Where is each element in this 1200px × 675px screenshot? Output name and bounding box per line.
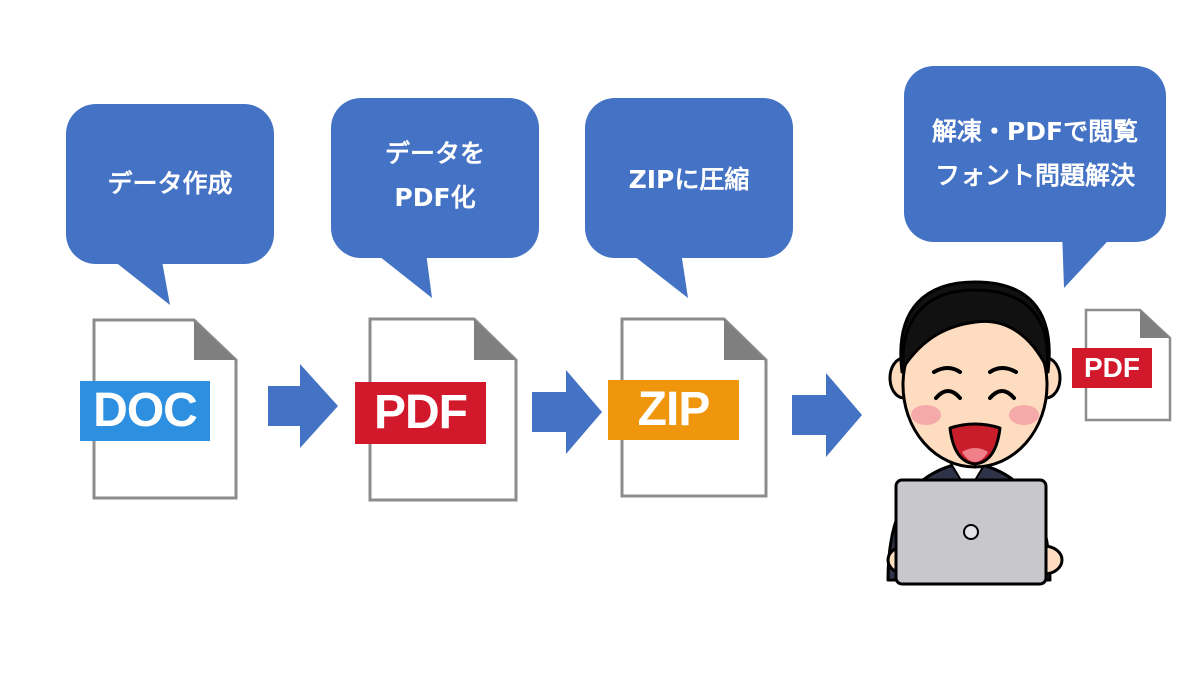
file-label-pdf: PDF [374, 386, 468, 439]
speech-bubble-4 [904, 66, 1166, 288]
arrow-right-icon [268, 364, 338, 448]
speech-bubble-2 [331, 98, 539, 298]
speech-bubble-3 [585, 98, 793, 298]
file-label-band [80, 381, 210, 441]
bubble-line: データ作成 [107, 169, 233, 198]
file-label-zip: ZIP [637, 383, 711, 436]
bubble-text-pdf-conversion: データを PDF化 [331, 132, 539, 220]
file-label-band [355, 382, 486, 444]
arrow-right-icon [792, 373, 862, 457]
file-label-band [1072, 348, 1152, 388]
bubble-text-zip-compression: ZIPに圧縮 [585, 158, 793, 202]
bubble-text-data-creation: データ作成 [66, 162, 274, 206]
file-label-doc: DOC [93, 384, 198, 437]
file-label-band [608, 380, 739, 440]
person-with-laptop-illustration [886, 280, 1064, 586]
bubble-line: データを [384, 139, 485, 168]
file-label-pdf-small: PDF [1084, 352, 1140, 383]
bubble-line: 解凍・PDFで閲覧 [931, 117, 1139, 146]
bubble-line: ZIPに圧縮 [628, 165, 750, 194]
arrow-right-icon [532, 370, 602, 454]
bubble-line: PDF化 [394, 183, 476, 212]
bubble-text-extract-and-view: 解凍・PDFで閲覧 フォント問題解決 [904, 110, 1166, 198]
speech-bubble-1 [66, 104, 274, 305]
bubble-line: フォント問題解決 [934, 161, 1135, 190]
